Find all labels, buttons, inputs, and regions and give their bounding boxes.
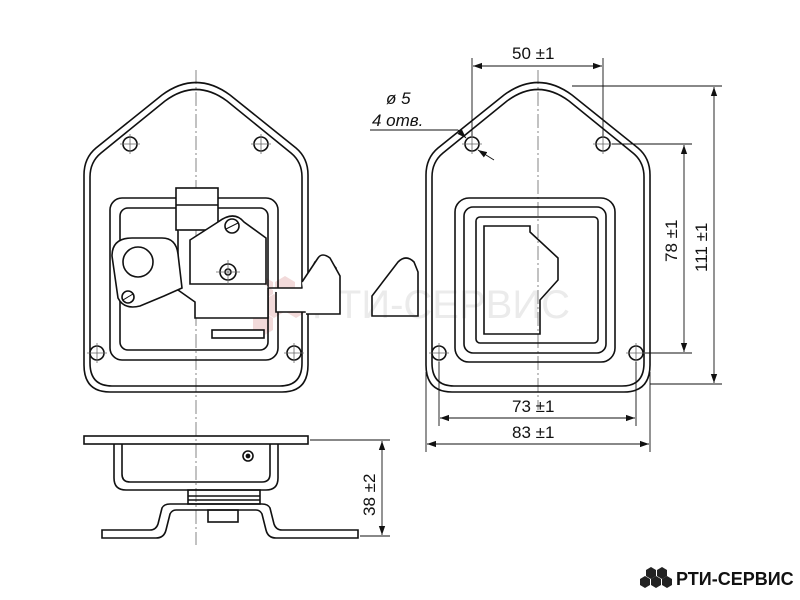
right-outer-plate-inner-edge xyxy=(431,88,645,387)
brand-logo: РТИ-СЕРВИС xyxy=(640,567,794,589)
side-bracket xyxy=(101,503,359,539)
brand-hex-icon xyxy=(640,567,672,588)
left-latch-tongue xyxy=(301,254,341,315)
side-view xyxy=(83,435,359,539)
side-stud xyxy=(207,509,239,523)
dim-depth-label: 38 ±2 xyxy=(360,474,379,516)
left-mechanism xyxy=(175,187,337,339)
dim-inner-height-label: 78 ±1 xyxy=(662,220,681,262)
side-spring-block xyxy=(187,489,261,505)
right-handle-lip xyxy=(483,225,559,335)
right-pocket-outer xyxy=(454,197,616,363)
dimension-lines xyxy=(370,58,722,452)
side-pin xyxy=(242,450,254,462)
watermark-text: РТИ-СЕРВИС xyxy=(312,283,570,327)
watermark: РТИ-СЕРВИС xyxy=(242,276,570,336)
right-outer-plate xyxy=(425,81,651,393)
dim-top-width-label: 50 ±1 xyxy=(512,44,554,63)
dim-hole-diameter-label: ø 5 xyxy=(386,89,411,108)
left-lever-eye xyxy=(122,246,154,278)
right-pocket-inner xyxy=(463,206,607,354)
brand-name: РТИ-СЕРВИС xyxy=(676,569,794,589)
side-dimension-lines xyxy=(310,439,390,537)
left-outer-plate xyxy=(83,81,309,393)
center-latch-hook xyxy=(371,257,419,317)
left-view xyxy=(83,70,341,545)
dim-outer-height-label: 111 ±1 xyxy=(692,223,711,272)
dim-hole-count-label: 4 отв. xyxy=(372,111,423,130)
right-handle xyxy=(475,216,599,344)
left-rivet-top xyxy=(224,218,240,234)
left-lever-pin xyxy=(121,290,135,304)
right-view xyxy=(425,70,651,410)
dim-outer-width-label: 83 ±1 xyxy=(512,423,554,442)
dim-inner-width-label: 73 ±1 xyxy=(512,397,554,416)
left-outer-plate-inner-edge xyxy=(89,88,303,387)
left-lever xyxy=(111,237,183,308)
side-flange xyxy=(83,435,309,445)
